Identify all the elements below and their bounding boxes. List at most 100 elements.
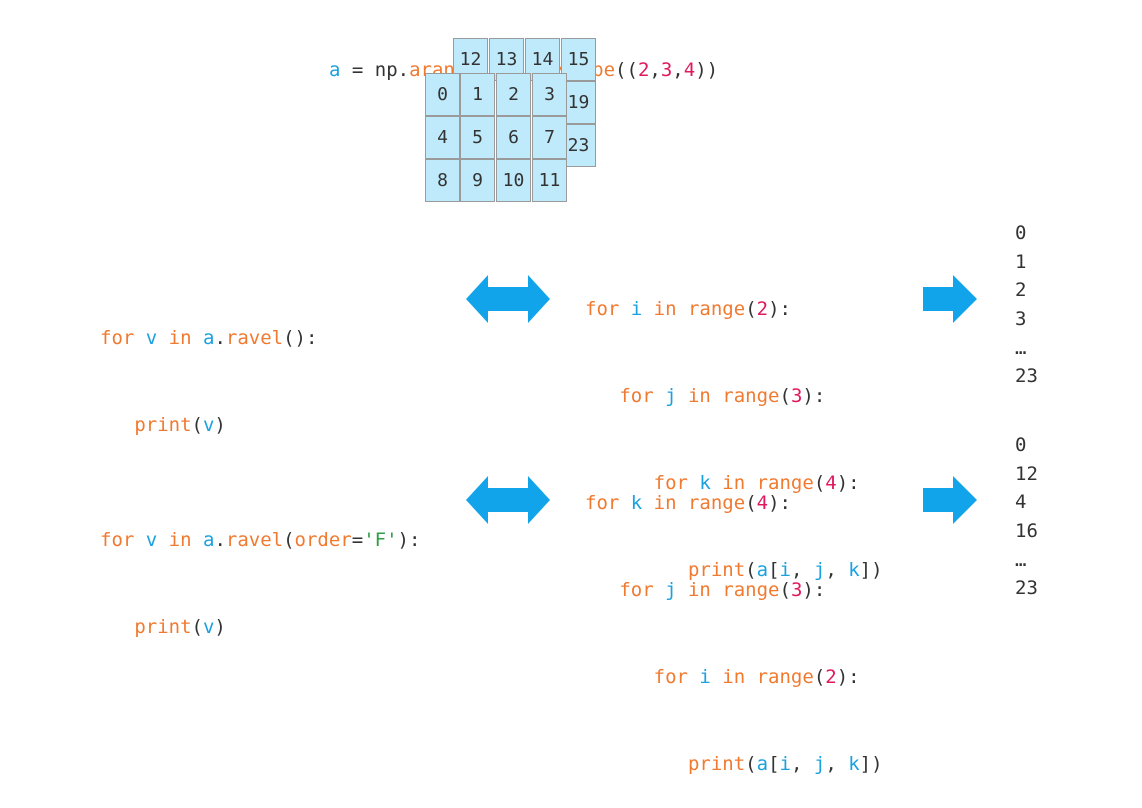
code-token: ravel [225, 529, 284, 551]
code-token: for [585, 492, 631, 514]
code-token: ( [779, 385, 791, 407]
code-token: . [214, 529, 226, 551]
output-value: 16 [1015, 520, 1038, 543]
code-token: [ [768, 753, 780, 775]
code-token: , [790, 559, 814, 581]
code-token: in [157, 327, 203, 349]
right-arrow-icon [923, 476, 977, 524]
code-token: a [202, 327, 215, 349]
code-token: i [779, 753, 791, 775]
code-token: for [585, 666, 700, 688]
output-value: 3 [1015, 308, 1027, 331]
code-token: a [329, 59, 341, 81]
code-token: range [756, 666, 814, 688]
code-token: v [202, 616, 215, 638]
code-token: ( [191, 616, 203, 638]
code-token: 'F' [363, 529, 398, 551]
code-token: 4 [756, 492, 769, 514]
code-token: ( [745, 753, 757, 775]
output-value: 23 [1015, 577, 1038, 600]
array-cell: 7 [532, 116, 567, 159]
code-token: print [585, 753, 746, 775]
code-token: = [351, 529, 364, 551]
code-token: ): [836, 666, 860, 688]
code-token: ): [768, 298, 791, 320]
code-token: j [813, 753, 826, 775]
code-token: ) [214, 616, 226, 638]
code-line: for k in range(4): [585, 489, 883, 518]
code-token: ( [745, 298, 757, 320]
code-token: , [825, 753, 849, 775]
code-line: print(v) [100, 411, 317, 440]
code-token: print [585, 559, 746, 581]
code-token: 4 [683, 59, 696, 81]
code-token: range [687, 492, 746, 514]
code-line: print(a[i, j, k]) [585, 750, 883, 779]
array-cell: 4 [425, 116, 460, 159]
code-line: for i in range(2): [585, 295, 883, 324]
code-token: j [813, 559, 826, 581]
output-value: 0 [1015, 222, 1027, 244]
nested-loop-kji-code: for k in range(4): for j in range(3): fo… [585, 431, 883, 808]
code-line: for k in range(4): [585, 469, 883, 498]
code-token: j [665, 385, 677, 407]
output-value: 2 [1015, 279, 1027, 302]
code-line: for v in a.ravel(): [100, 324, 317, 353]
code-token: in [642, 298, 688, 320]
output-value: 1 [1015, 250, 1027, 273]
array-cell: 0 [425, 73, 460, 116]
code-token: ) [214, 414, 226, 436]
code-token: print [100, 616, 192, 638]
code-token: for [585, 385, 666, 407]
code-line: for i in range(2): [585, 663, 883, 692]
double-arrow-icon [466, 275, 550, 323]
code-token: in [642, 492, 688, 514]
code-token: for [585, 298, 631, 320]
code-token: i [779, 559, 791, 581]
code-token: print [100, 414, 192, 436]
code-token: for [585, 579, 666, 601]
code-token: a [202, 529, 215, 551]
code-token: ): [802, 579, 826, 601]
code-token: ): [802, 385, 826, 407]
code-token: (( [615, 59, 638, 81]
code-line: print(v) [100, 613, 420, 642]
code-token: ): [397, 529, 421, 551]
ravel-c-code: for v in a.ravel(): print(v) [100, 266, 317, 469]
code-token: k [630, 492, 643, 514]
code-token: 2 [637, 59, 650, 81]
code-token: in [676, 385, 723, 407]
code-token: 2 [756, 298, 769, 320]
code-token: , [790, 753, 814, 775]
code-token: ( [283, 529, 295, 551]
code-token: i [699, 666, 711, 688]
code-token: 3 [660, 59, 673, 81]
code-token: a [756, 753, 769, 775]
output-value: 0 [1015, 434, 1027, 456]
code-token: k [848, 559, 860, 581]
code-token: ravel [225, 327, 284, 349]
code-token: ( [745, 559, 757, 581]
code-line: for j in range(3): [585, 382, 883, 411]
array-cell: 1 [460, 73, 495, 116]
array-cell: 8 [425, 159, 460, 202]
code-token: )) [695, 59, 719, 81]
code-token: for [100, 529, 146, 551]
nested-loop-ijk-code: for i in range(2): for j in range(3): fo… [585, 237, 883, 614]
code-token: , [825, 559, 849, 581]
code-line: for j in range(3): [585, 576, 883, 605]
array-cell: 9 [460, 159, 495, 202]
double-arrow-icon [466, 476, 550, 524]
code-token: v [202, 414, 215, 436]
code-token: in [676, 579, 723, 601]
code-token: range [722, 385, 780, 407]
code-line: print(a[i, j, k]) [585, 556, 883, 585]
array-cell: 2 [496, 73, 531, 116]
array-cell: 6 [496, 116, 531, 159]
code-token: v [145, 529, 158, 551]
code-line: for v in a.ravel(order='F'): [100, 526, 420, 555]
code-token: 4 [825, 472, 837, 494]
code-token: range [687, 298, 746, 320]
code-token: in [710, 472, 757, 494]
code-token: ): [768, 492, 791, 514]
